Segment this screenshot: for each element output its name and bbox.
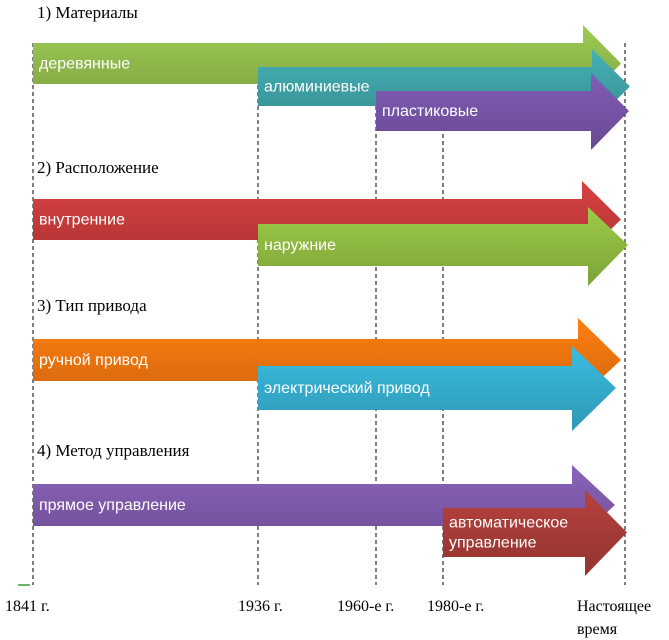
timeline-label-3: 1960-е г. [337,598,394,615]
arrow-label-электрический-привод: электрический привод [264,380,430,397]
arrow-наружние [258,207,628,286]
arrow-label-внутренние: внутренние [39,212,125,229]
timeline-label-1: 1841 г. [5,598,50,615]
timeline-label-2: 1936 г. [238,598,283,615]
section-title-2: 2) Расположение [37,158,159,177]
arrow-пластиковые [376,73,629,150]
arrow-label-прямое-управление: прямое управление [39,497,186,514]
arrow-автоматическое-управление [443,490,627,576]
arrow-label-деревянные: деревянные [39,56,130,73]
arrow-label-алюминиевые: алюминиевые [264,79,370,96]
arrow-label-пластиковые: пластиковые [382,103,478,120]
arrow-label-ручной-привод: ручной привод [39,352,149,369]
section-title-3: 3) Тип привода [37,296,147,315]
arrow-электрический-привод [258,346,616,431]
arrow-label-наружние: наружние [264,237,336,254]
section-title-1: 1) Материалы [37,3,138,22]
section-title-4: 4) Метод управления [37,441,190,460]
timeline-label-4: 1980-е г. [427,598,484,615]
